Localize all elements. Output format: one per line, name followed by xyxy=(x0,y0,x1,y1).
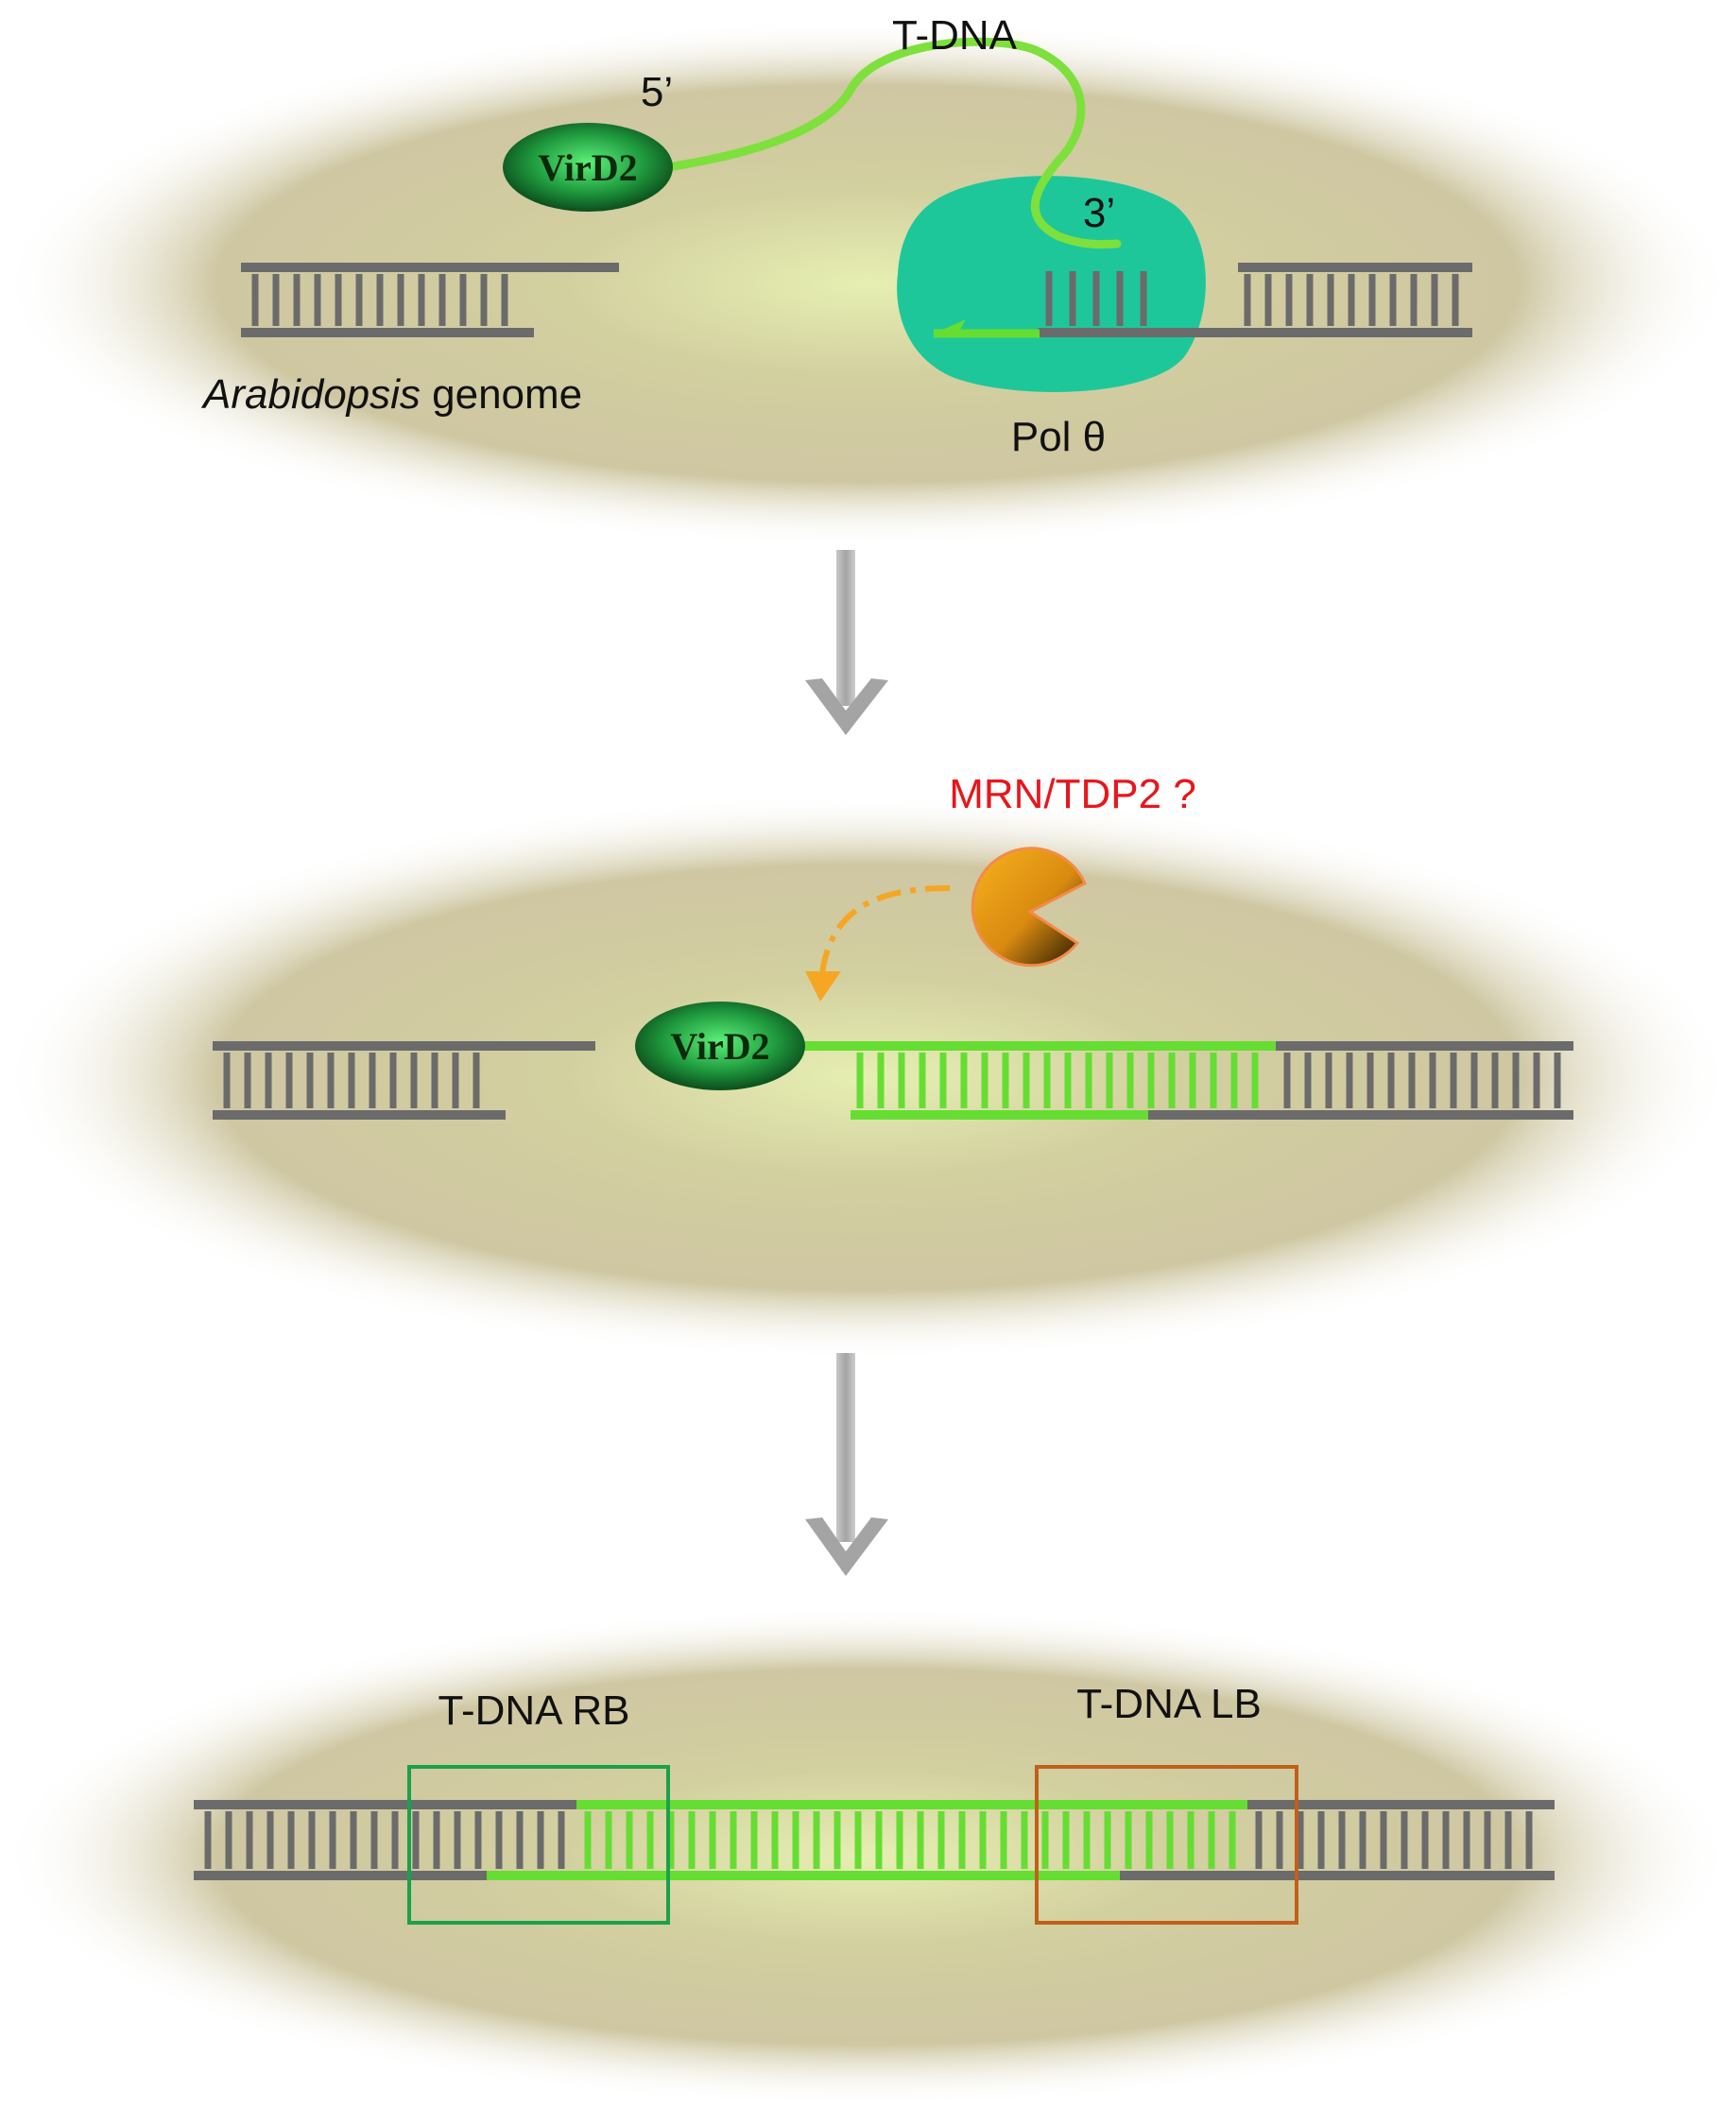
panel-3: T-DNA RB T-DNA LB xyxy=(0,1606,1735,2107)
virD2-protein-1 xyxy=(503,123,673,212)
genome-dna-left-1 xyxy=(241,263,619,337)
integrated-dna-3 xyxy=(194,1800,1555,1880)
curved-dashed-arrow-icon xyxy=(819,885,951,974)
panel-2: VirD2 MRN/TDP2 ? xyxy=(0,771,1735,1361)
virD2-protein-2 xyxy=(635,1002,805,1090)
genome-label-rest: genome xyxy=(421,371,582,418)
down-arrow-icon-2 xyxy=(805,1353,888,1576)
down-arrow-icon xyxy=(805,550,888,735)
virD2-label-2: VirD2 xyxy=(670,1025,769,1068)
panel-1: VirD2 T-DNA 5’ 3’ Arabidopsis genome Pol… xyxy=(0,12,1735,548)
pacman-enzyme-icon xyxy=(971,847,1087,968)
integrated-dna-2 xyxy=(856,1041,1573,1120)
dashed-arrowhead xyxy=(805,971,841,1002)
genome-label-italic: Arabidopsis xyxy=(200,371,421,418)
annealed-rungs xyxy=(1045,271,1147,326)
five-prime-label: 5’ xyxy=(641,69,673,115)
tdna-label: T-DNA xyxy=(892,12,1018,59)
three-prime-label: 3’ xyxy=(1083,190,1115,236)
cell-nucleus-3 xyxy=(0,1606,1735,2107)
genome-dna-right-1 xyxy=(1238,263,1472,326)
pol-theta-label: Pol θ xyxy=(1011,414,1106,460)
rb-label: T-DNA RB xyxy=(438,1687,630,1734)
cell-nucleus-1 xyxy=(0,19,1735,548)
cell-nucleus-2 xyxy=(0,794,1735,1361)
rb-junction-box xyxy=(407,1765,670,1925)
genome-label: Arabidopsis genome xyxy=(200,371,582,418)
synthesis-arrowhead xyxy=(934,319,966,334)
lb-junction-box xyxy=(1035,1765,1298,1925)
virD2-label-1: VirD2 xyxy=(538,146,637,189)
mrn-tdp2-label: MRN/TDP2 ? xyxy=(949,771,1196,817)
genome-dna-left-2 xyxy=(213,1041,595,1120)
tdna-strand-1 xyxy=(657,37,1122,249)
lb-label: T-DNA LB xyxy=(1076,1681,1262,1727)
